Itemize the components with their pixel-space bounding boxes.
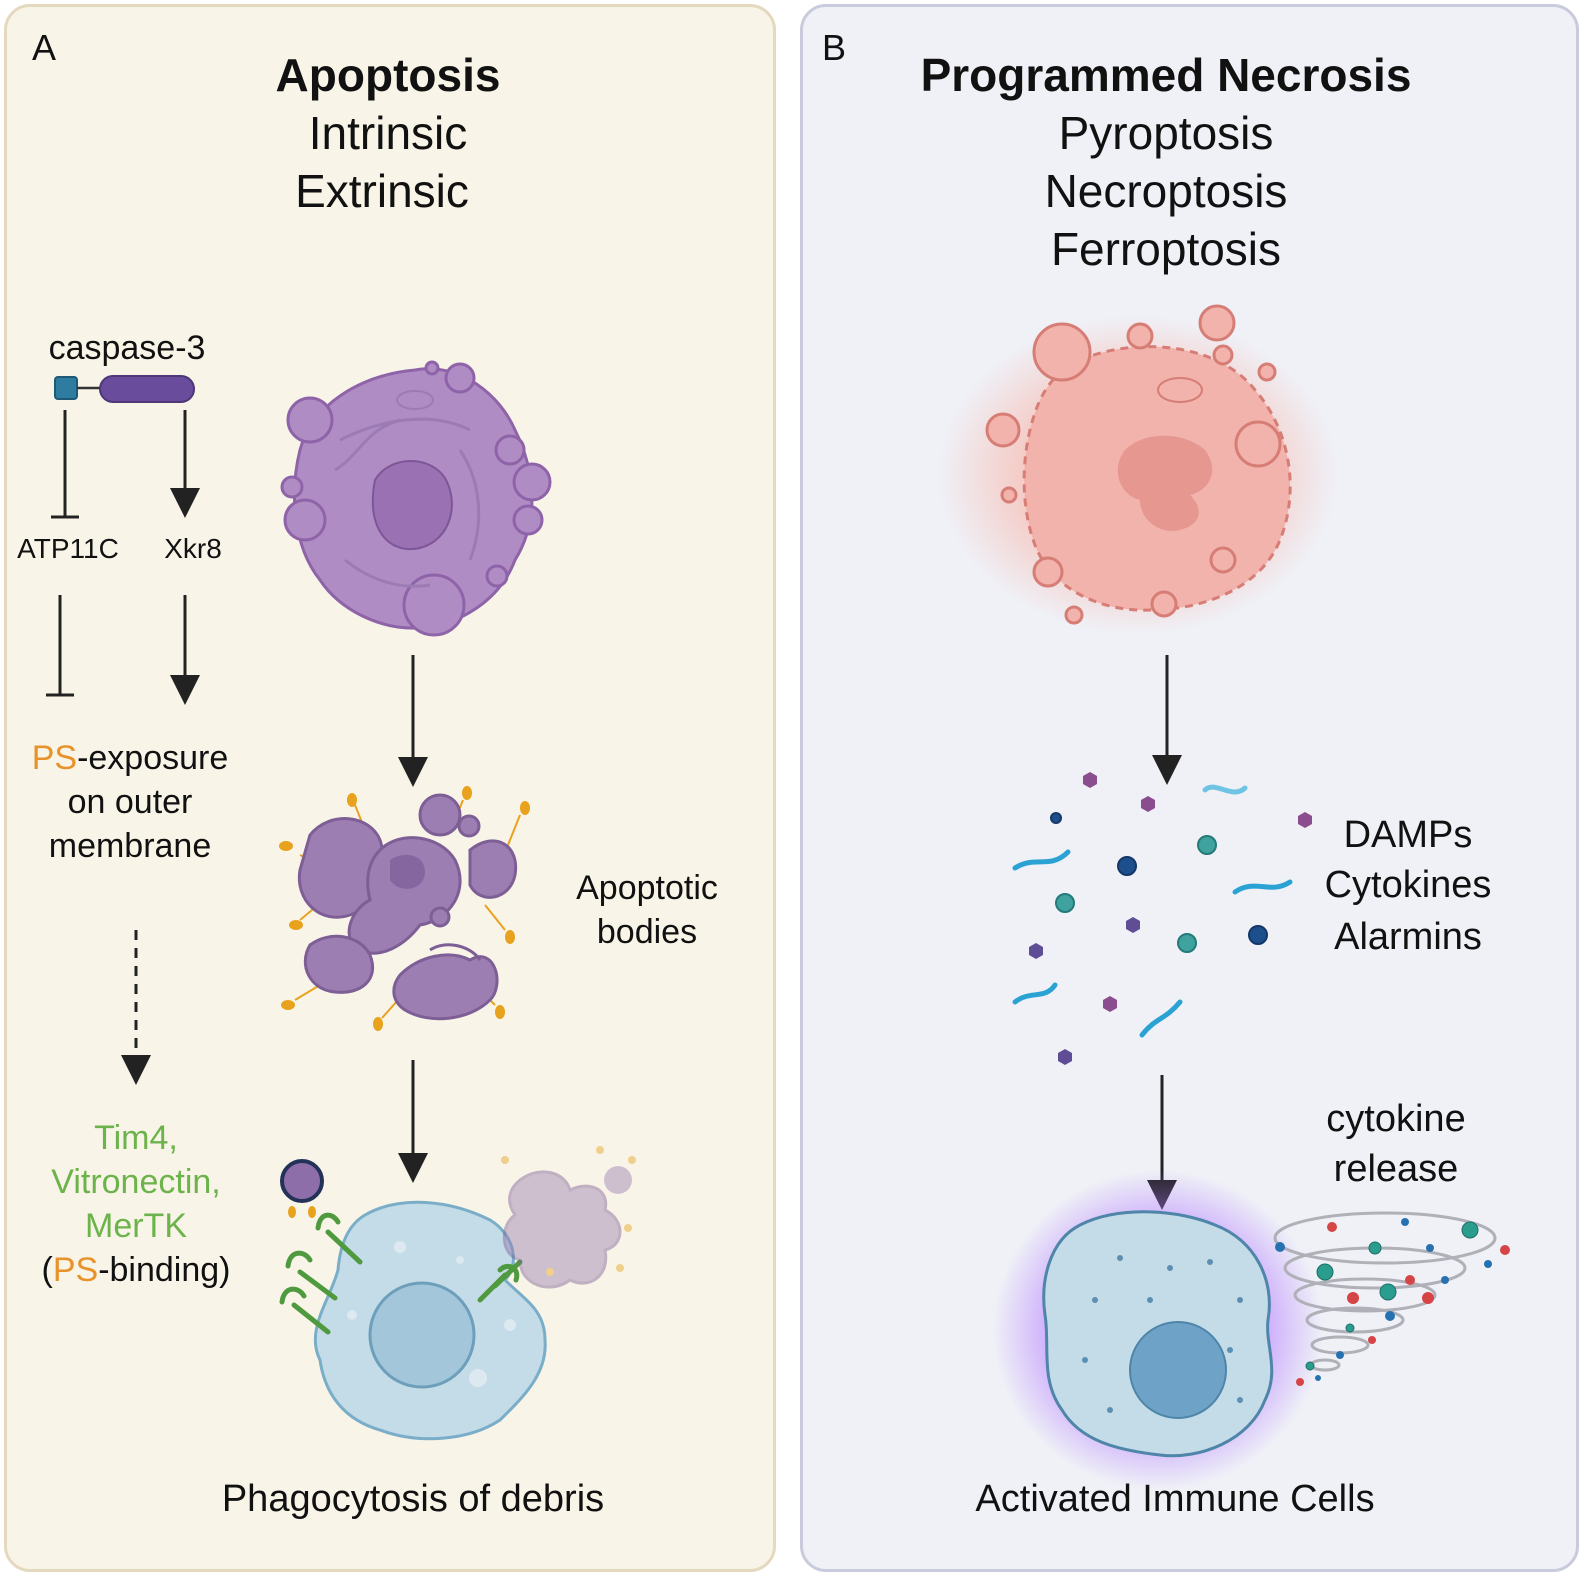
- faded-apoptotic-bodies-icon: [501, 1146, 636, 1289]
- cytokine-release-tornado-icon: [1273, 1211, 1510, 1386]
- cytokine-release-label-1: cytokine: [1326, 1098, 1466, 1140]
- phagocyte-cell-icon: [313, 1200, 547, 1441]
- necrosis-subtype-pyroptosis: Pyroptosis: [1058, 107, 1274, 159]
- apoptotic-bodies-label-2: bodies: [596, 913, 698, 951]
- apoptosis-title: Apoptosis: [275, 49, 501, 101]
- ps-term: PS: [31, 739, 78, 777]
- cytokines-label: Cytokines: [1324, 864, 1492, 906]
- inhibition-caspase-to-atp11c: [51, 410, 79, 519]
- engulfed-body-icon: [280, 1159, 324, 1218]
- apoptotic-bodies-icon: [279, 786, 530, 1031]
- necrosis-title: Programmed Necrosis: [920, 49, 1412, 101]
- ps-exposure-line3: membrane: [48, 827, 212, 865]
- phagocytosis-label: Phagocytosis of debris: [221, 1478, 605, 1520]
- panel-b-letter: B: [822, 27, 847, 68]
- atp11c-label: ATP11C: [17, 533, 119, 564]
- necrosis-subtype-ferroptosis: Ferroptosis: [1050, 223, 1282, 275]
- apoptosis-subtype-intrinsic: Intrinsic: [308, 107, 468, 159]
- apoptosis-subtype-extrinsic: Extrinsic: [295, 165, 469, 217]
- ps-receptor-icon: [279, 1212, 523, 1335]
- ps-exposure-line2: on outer: [67, 783, 193, 821]
- necrosis-subtype-necroptosis: Necroptosis: [1044, 165, 1288, 217]
- damps-label: DAMPs: [1343, 814, 1473, 856]
- ps-binding-label: (PS-binding): [41, 1251, 231, 1289]
- cytokine-release-label-2: release: [1333, 1148, 1459, 1190]
- inhibition-atp11c-to-ps: [46, 595, 74, 697]
- activated-immune-cell-icon: [993, 1170, 1323, 1490]
- ps-exposure-line1: PS-exposure: [31, 739, 229, 777]
- apoptotic-bodies-label-1: Apoptotic: [576, 869, 718, 907]
- panel-a-letter: A: [32, 27, 57, 68]
- binder-tim4: Tim4,: [94, 1119, 178, 1157]
- caspase-3-protein-icon: [54, 375, 195, 403]
- apoptotic-cell-icon: [280, 360, 552, 637]
- necrotic-cell-icon: [938, 304, 1338, 635]
- xkr8-label: Xkr8: [164, 533, 222, 564]
- caspase-3-label: caspase-3: [48, 329, 206, 367]
- binder-mertk: MerTK: [85, 1207, 187, 1245]
- binder-vitronectin: Vitronectin,: [51, 1163, 221, 1201]
- damps-particles-icon: [1012, 772, 1312, 1065]
- alarmins-label: Alarmins: [1334, 916, 1482, 958]
